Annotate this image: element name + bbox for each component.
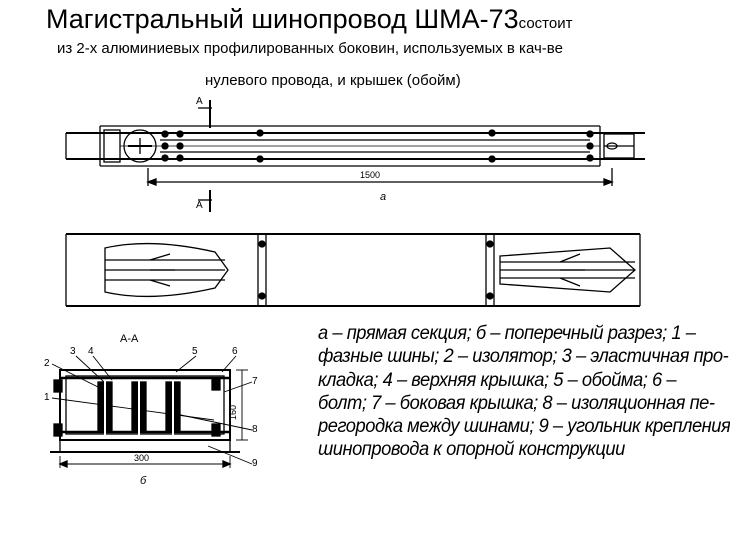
subtitle-line-1: из 2-х алюминиевых профилированных боков… [57, 40, 563, 57]
slide-title: Магистральный шинопровод ШМА-73состоит [46, 4, 572, 35]
top-view-section: А [65, 96, 645, 212]
caption-line: шинопровода к опорной конструкции [318, 438, 625, 461]
callout-2: 2 [44, 358, 50, 369]
callout-9: 9 [252, 458, 258, 469]
section-mark-top: А [196, 96, 203, 107]
caption-line: а – прямая секция; б – поперечный разрез… [318, 322, 696, 344]
cross-section: А-А 2 3 4 5 6 1 7 8 9 [44, 333, 258, 487]
callout-4: 4 [88, 346, 94, 357]
callout-6: 6 [232, 346, 238, 357]
dimension-length: 1500 [360, 170, 380, 180]
label-a: а [380, 191, 386, 203]
callout-8: 8 [252, 424, 258, 435]
section-title: А-А [120, 333, 139, 345]
subtitle-line-2: нулевого провода, и крышек (обойм) [205, 72, 461, 89]
side-view-section [65, 233, 641, 307]
dimension-width: 300 [134, 453, 149, 463]
label-b: б [140, 475, 147, 487]
callout-3: 3 [70, 346, 76, 357]
callout-5: 5 [192, 346, 198, 357]
title-main: Магистральный шинопровод ШМА-73 [46, 4, 519, 34]
title-tail: состоит [518, 15, 573, 32]
caption-line: кладка; 4 – верхняя крышка; 5 – обойма; … [318, 368, 677, 391]
caption-line: болт; 7 – боковая крышка; 8 – изоляционн… [318, 391, 715, 414]
dimension-height: 160 [228, 405, 238, 420]
callout-1: 1 [44, 392, 50, 403]
section-mark-bottom: А [196, 200, 203, 211]
figure-caption: а – прямая секция; б – поперечный разрез… [318, 322, 730, 462]
caption-line: регородка между шинами; 9 – угольник кре… [318, 415, 730, 438]
callout-7: 7 [252, 376, 258, 387]
caption-line: фазные шины; 2 – изолятор; 3 – эластична… [318, 345, 729, 368]
